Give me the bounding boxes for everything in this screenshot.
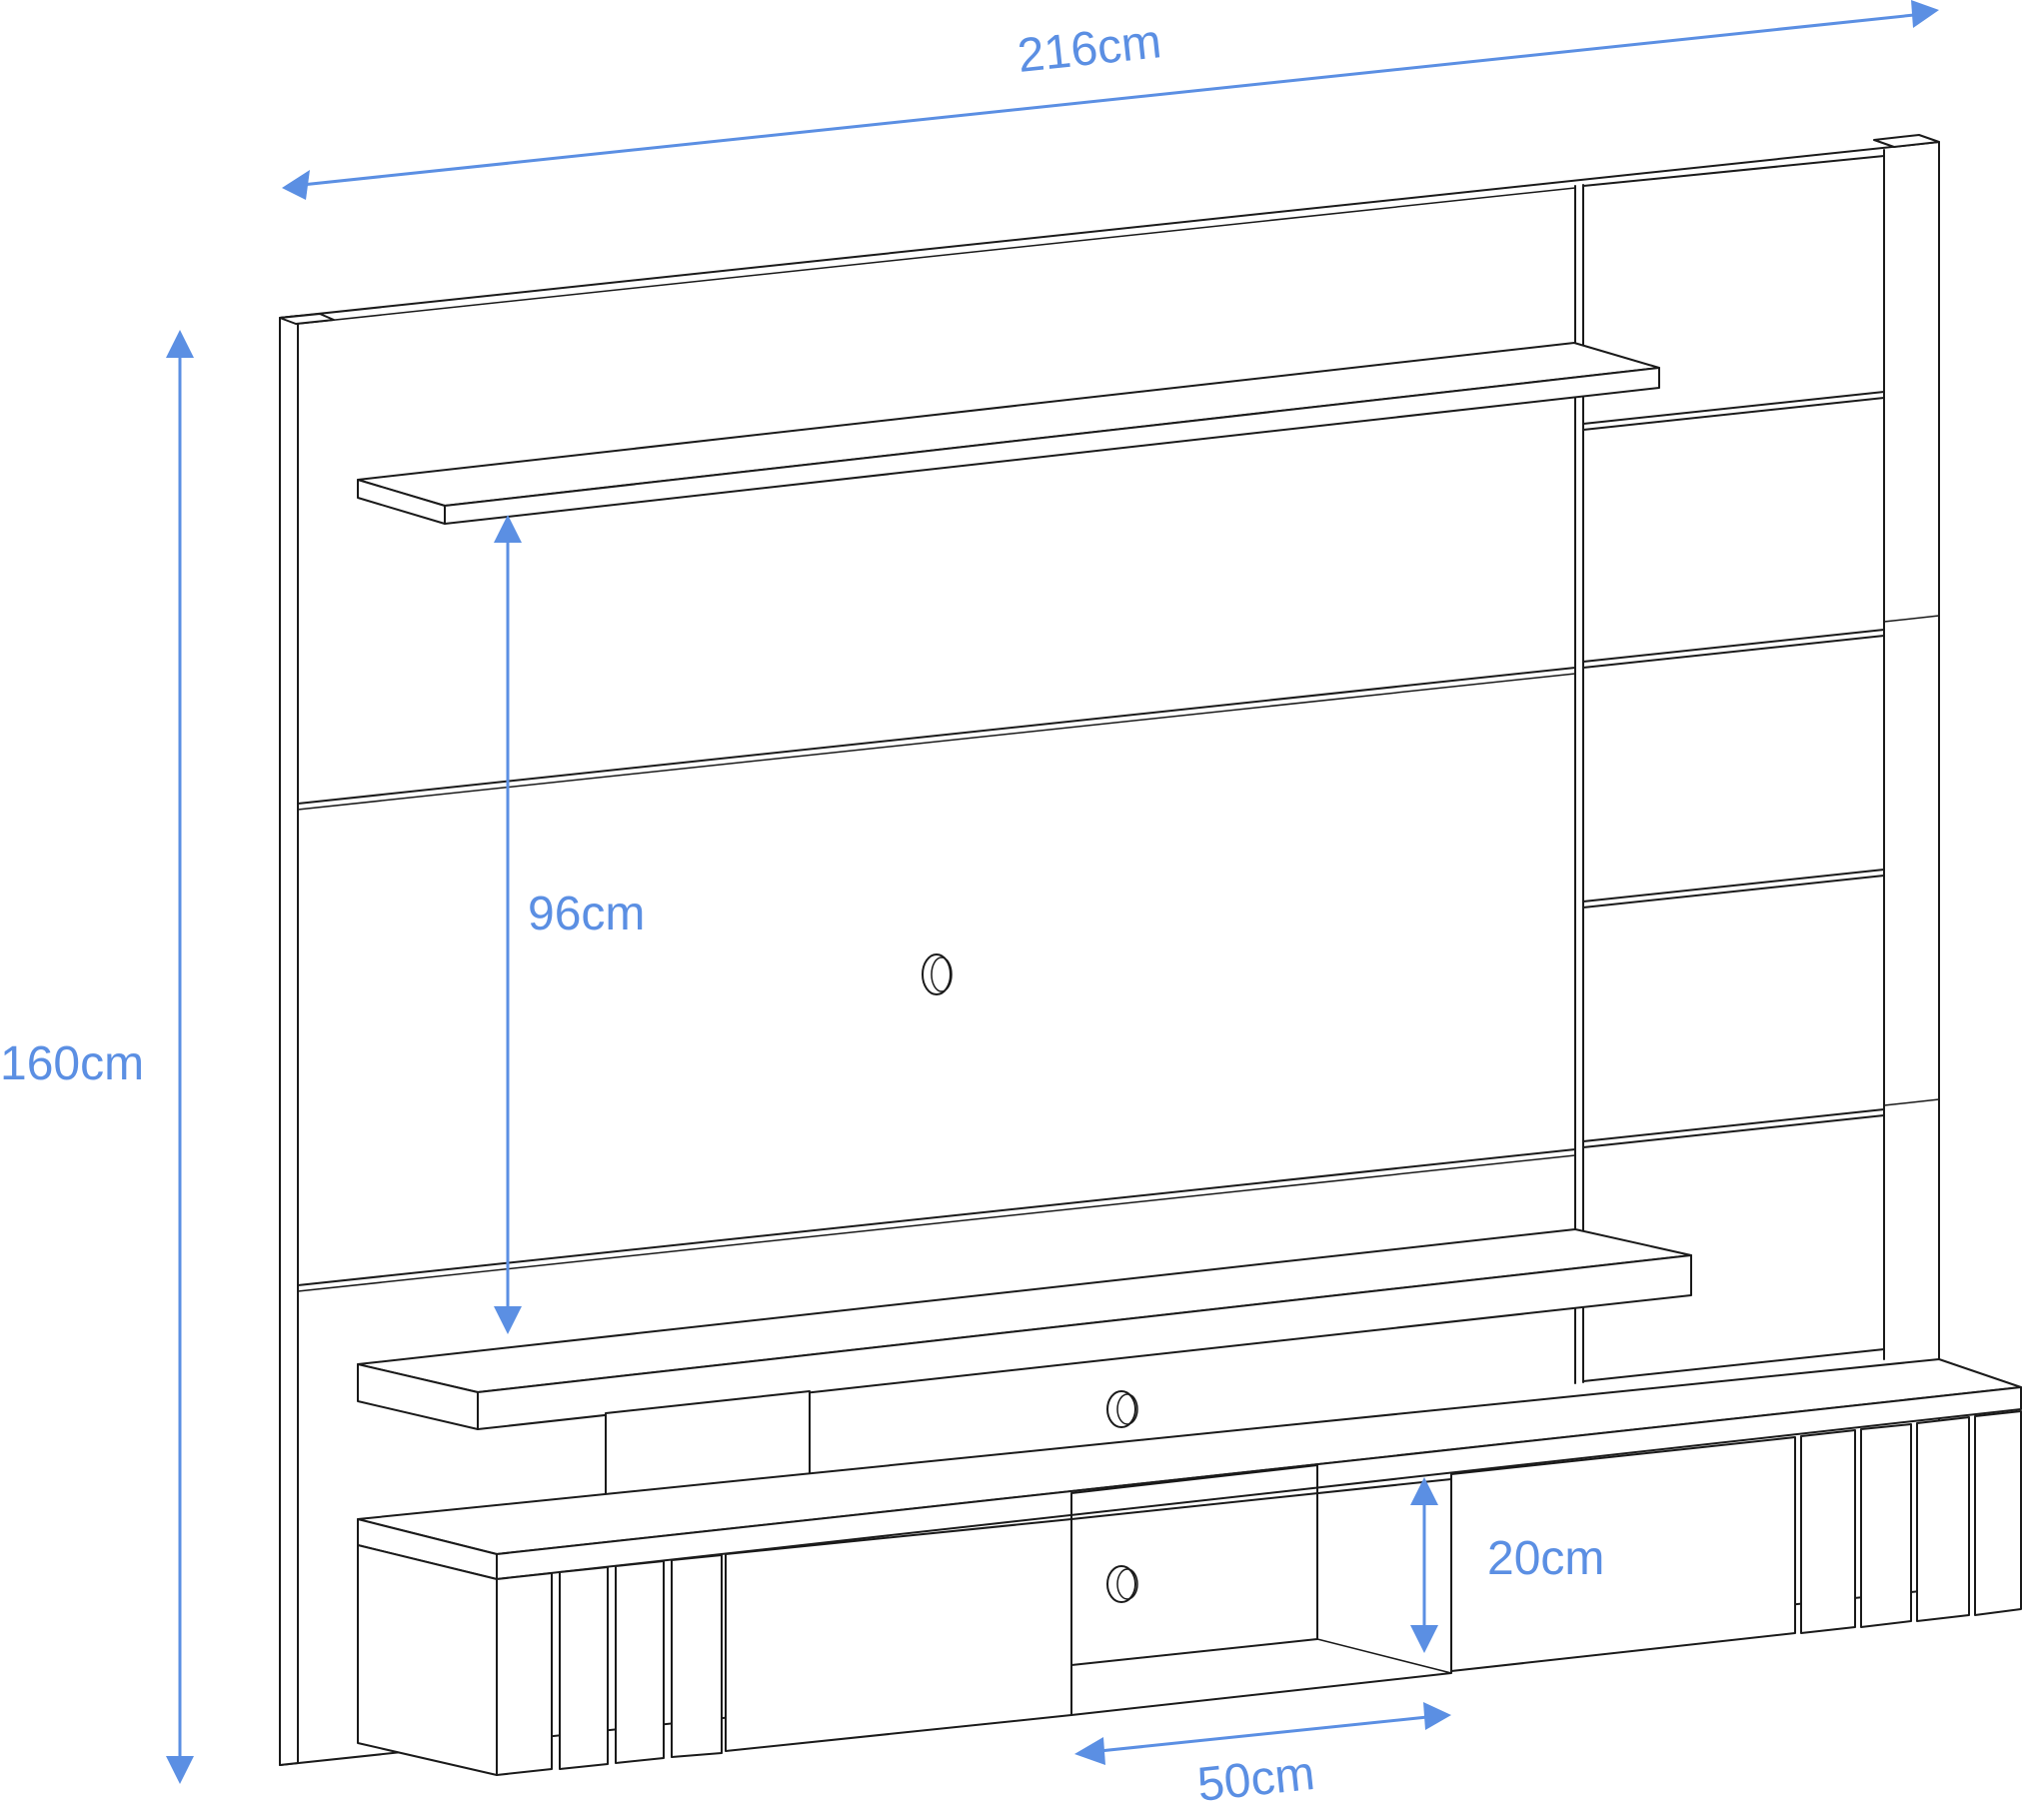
arrowhead-right: [1911, 0, 1939, 28]
dimension-niche-height: 20cm: [1410, 1477, 1604, 1653]
arrowhead-right: [1423, 1702, 1451, 1730]
dimension-overall-height: 160cm: [0, 330, 194, 1784]
dimension-shelf-spacing: 96cm: [494, 515, 645, 1334]
rack-body: [357, 1410, 2022, 1776]
arrowhead-down: [1410, 1625, 1438, 1653]
arrowhead-down: [494, 1306, 522, 1334]
niche-height-label: 20cm: [1487, 1532, 1604, 1585]
shelf-spacing-label: 96cm: [528, 888, 645, 940]
rack-top: [357, 1358, 2022, 1580]
niche-width-label: 50cm: [1195, 1747, 1317, 1812]
arrowhead-down: [166, 1756, 194, 1784]
arrowhead-up: [1410, 1477, 1438, 1505]
dimension-niche-width: 50cm: [1074, 1702, 1451, 1812]
arrowhead-up: [494, 515, 522, 543]
arrowhead-left: [282, 170, 310, 200]
top-shelf: [357, 342, 1660, 525]
cable-hole-upper: [922, 953, 953, 995]
width-label: 216cm: [1015, 15, 1164, 83]
height-label: 160cm: [0, 1037, 144, 1090]
panel-joints: [297, 667, 1576, 1292]
right-slat-column: [1574, 149, 1940, 1384]
arrowhead-left: [1074, 1737, 1105, 1765]
arrowhead-up: [166, 330, 194, 358]
lower-shelf: [357, 1228, 1692, 1430]
